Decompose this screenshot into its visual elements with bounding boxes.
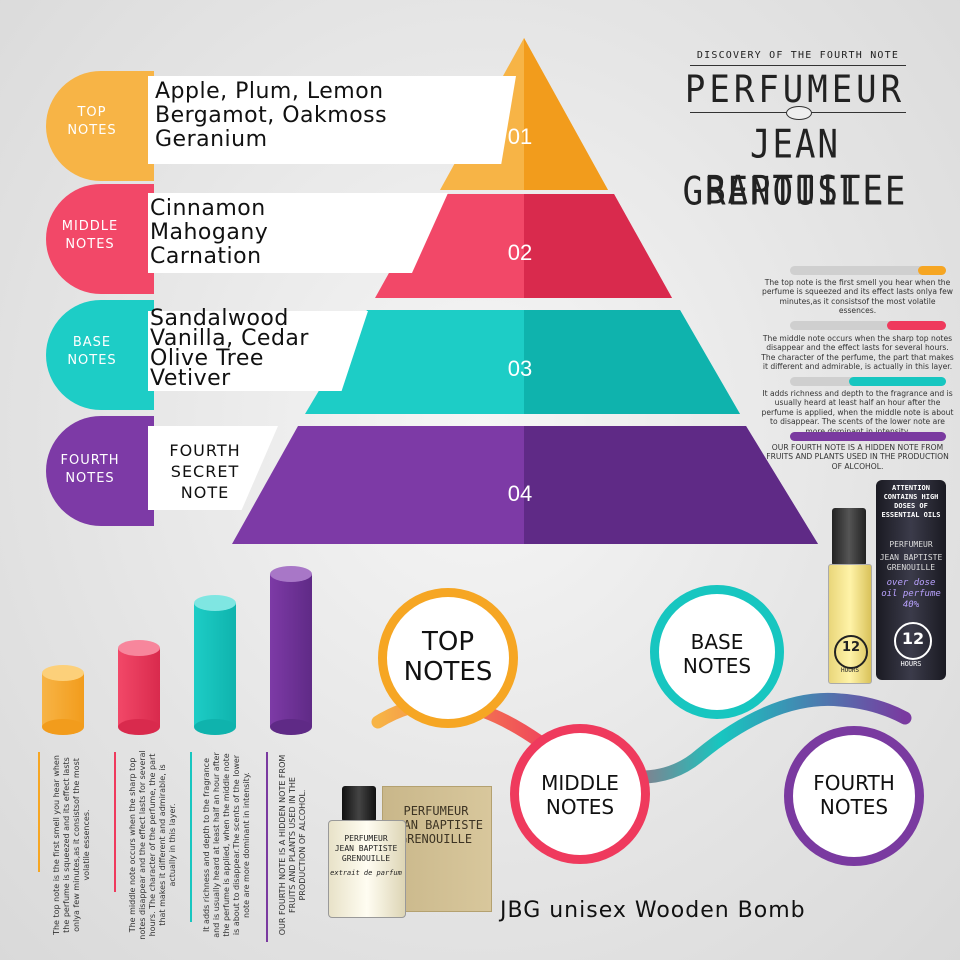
glass-bottle-label: PERFUMEUR JEAN BAPTISTE GRENOUILLE extra… (330, 834, 402, 877)
fourth-notes-pill (46, 416, 154, 526)
base-note-bar (790, 377, 946, 386)
base-note-line (190, 752, 192, 922)
top-notes-pill (46, 71, 154, 181)
top-note-cylinder (42, 665, 84, 735)
glass-bottle-cap (342, 786, 376, 822)
brand-person-line1: JEAN BAPTISTE (705, 122, 885, 214)
tier-number-3: 03 (507, 356, 533, 381)
box-brand: PERFUMEUR JEAN BAPTISTE GRENOUILLE (389, 804, 483, 846)
middle-notes-band (148, 193, 448, 273)
fourth-note-bar-fill (790, 432, 946, 441)
tall-tube-brand: PERFUMEUR (889, 540, 933, 549)
tier-number-2: 02 (507, 240, 533, 265)
small-bottle-hours-icon: 12 (834, 635, 868, 669)
pyramid-tier-3-shade (524, 310, 740, 414)
small-bottle-cap (832, 508, 866, 566)
product-name: JBG unisex Wooden Bomb (500, 898, 806, 923)
top-note-description: The top note is the first smell you hear… (762, 278, 953, 316)
top-note-line (38, 752, 40, 872)
pyramid-tier-1-shade (524, 38, 608, 190)
middle-note-bar (790, 321, 946, 330)
brand-rule-top (690, 65, 906, 66)
top-note-bar (790, 266, 946, 275)
pyramid-tier-4-shade (524, 426, 818, 544)
tall-tube-type: over dose oil perfume 40% (881, 578, 941, 610)
base-notes-pill (46, 300, 154, 410)
glass-bottle (328, 820, 406, 918)
middle-note-bar-fill (887, 321, 946, 330)
base-notes-band (148, 311, 368, 391)
tall-tube-name: JEAN BAPTISTE GRENOUILLE (879, 553, 943, 572)
base-note-bar-fill (849, 377, 946, 386)
middle-note-cylinder (118, 640, 160, 735)
ornament-icon (786, 106, 812, 120)
middle-notes-pill (46, 184, 154, 294)
tall-tube-hours-icon: 12 (894, 622, 932, 660)
base-note-cylinder (194, 595, 236, 735)
pyramid-tier-2-shade (524, 194, 672, 298)
top-notes-band (148, 76, 516, 164)
tall-tube-warning: ATTENTION CONTAINS HIGH DOSES OF ESSENTI… (881, 484, 941, 519)
brand-person-line2: GRENOUILLE (682, 169, 908, 215)
base-note-description: It adds richness and depth to the fragra… (761, 389, 954, 436)
top-note-bar-fill (918, 266, 946, 275)
tier-number-1: 01 (507, 124, 533, 149)
brand-name: PERFUMEUR (684, 68, 906, 112)
middle-note-line (114, 752, 116, 892)
tier-number-4: 04 (507, 481, 533, 506)
fourth-note-description: OUR FOURTH NOTE IS A HIDDEN NOTE FROM FR… (766, 443, 949, 471)
middle-note-description: The middle note occurs when the sharp to… (761, 334, 954, 372)
fourth-note-line (266, 752, 268, 942)
fourth-note-bar (790, 432, 946, 441)
brand-tagline: DISCOVERY OF THE FOURTH NOTE (696, 50, 900, 61)
tall-tube-hours-label: HOURS (900, 660, 922, 668)
small-bottle-hours-label: HOURS (840, 667, 860, 674)
fourth-note-cylinder (270, 566, 312, 735)
